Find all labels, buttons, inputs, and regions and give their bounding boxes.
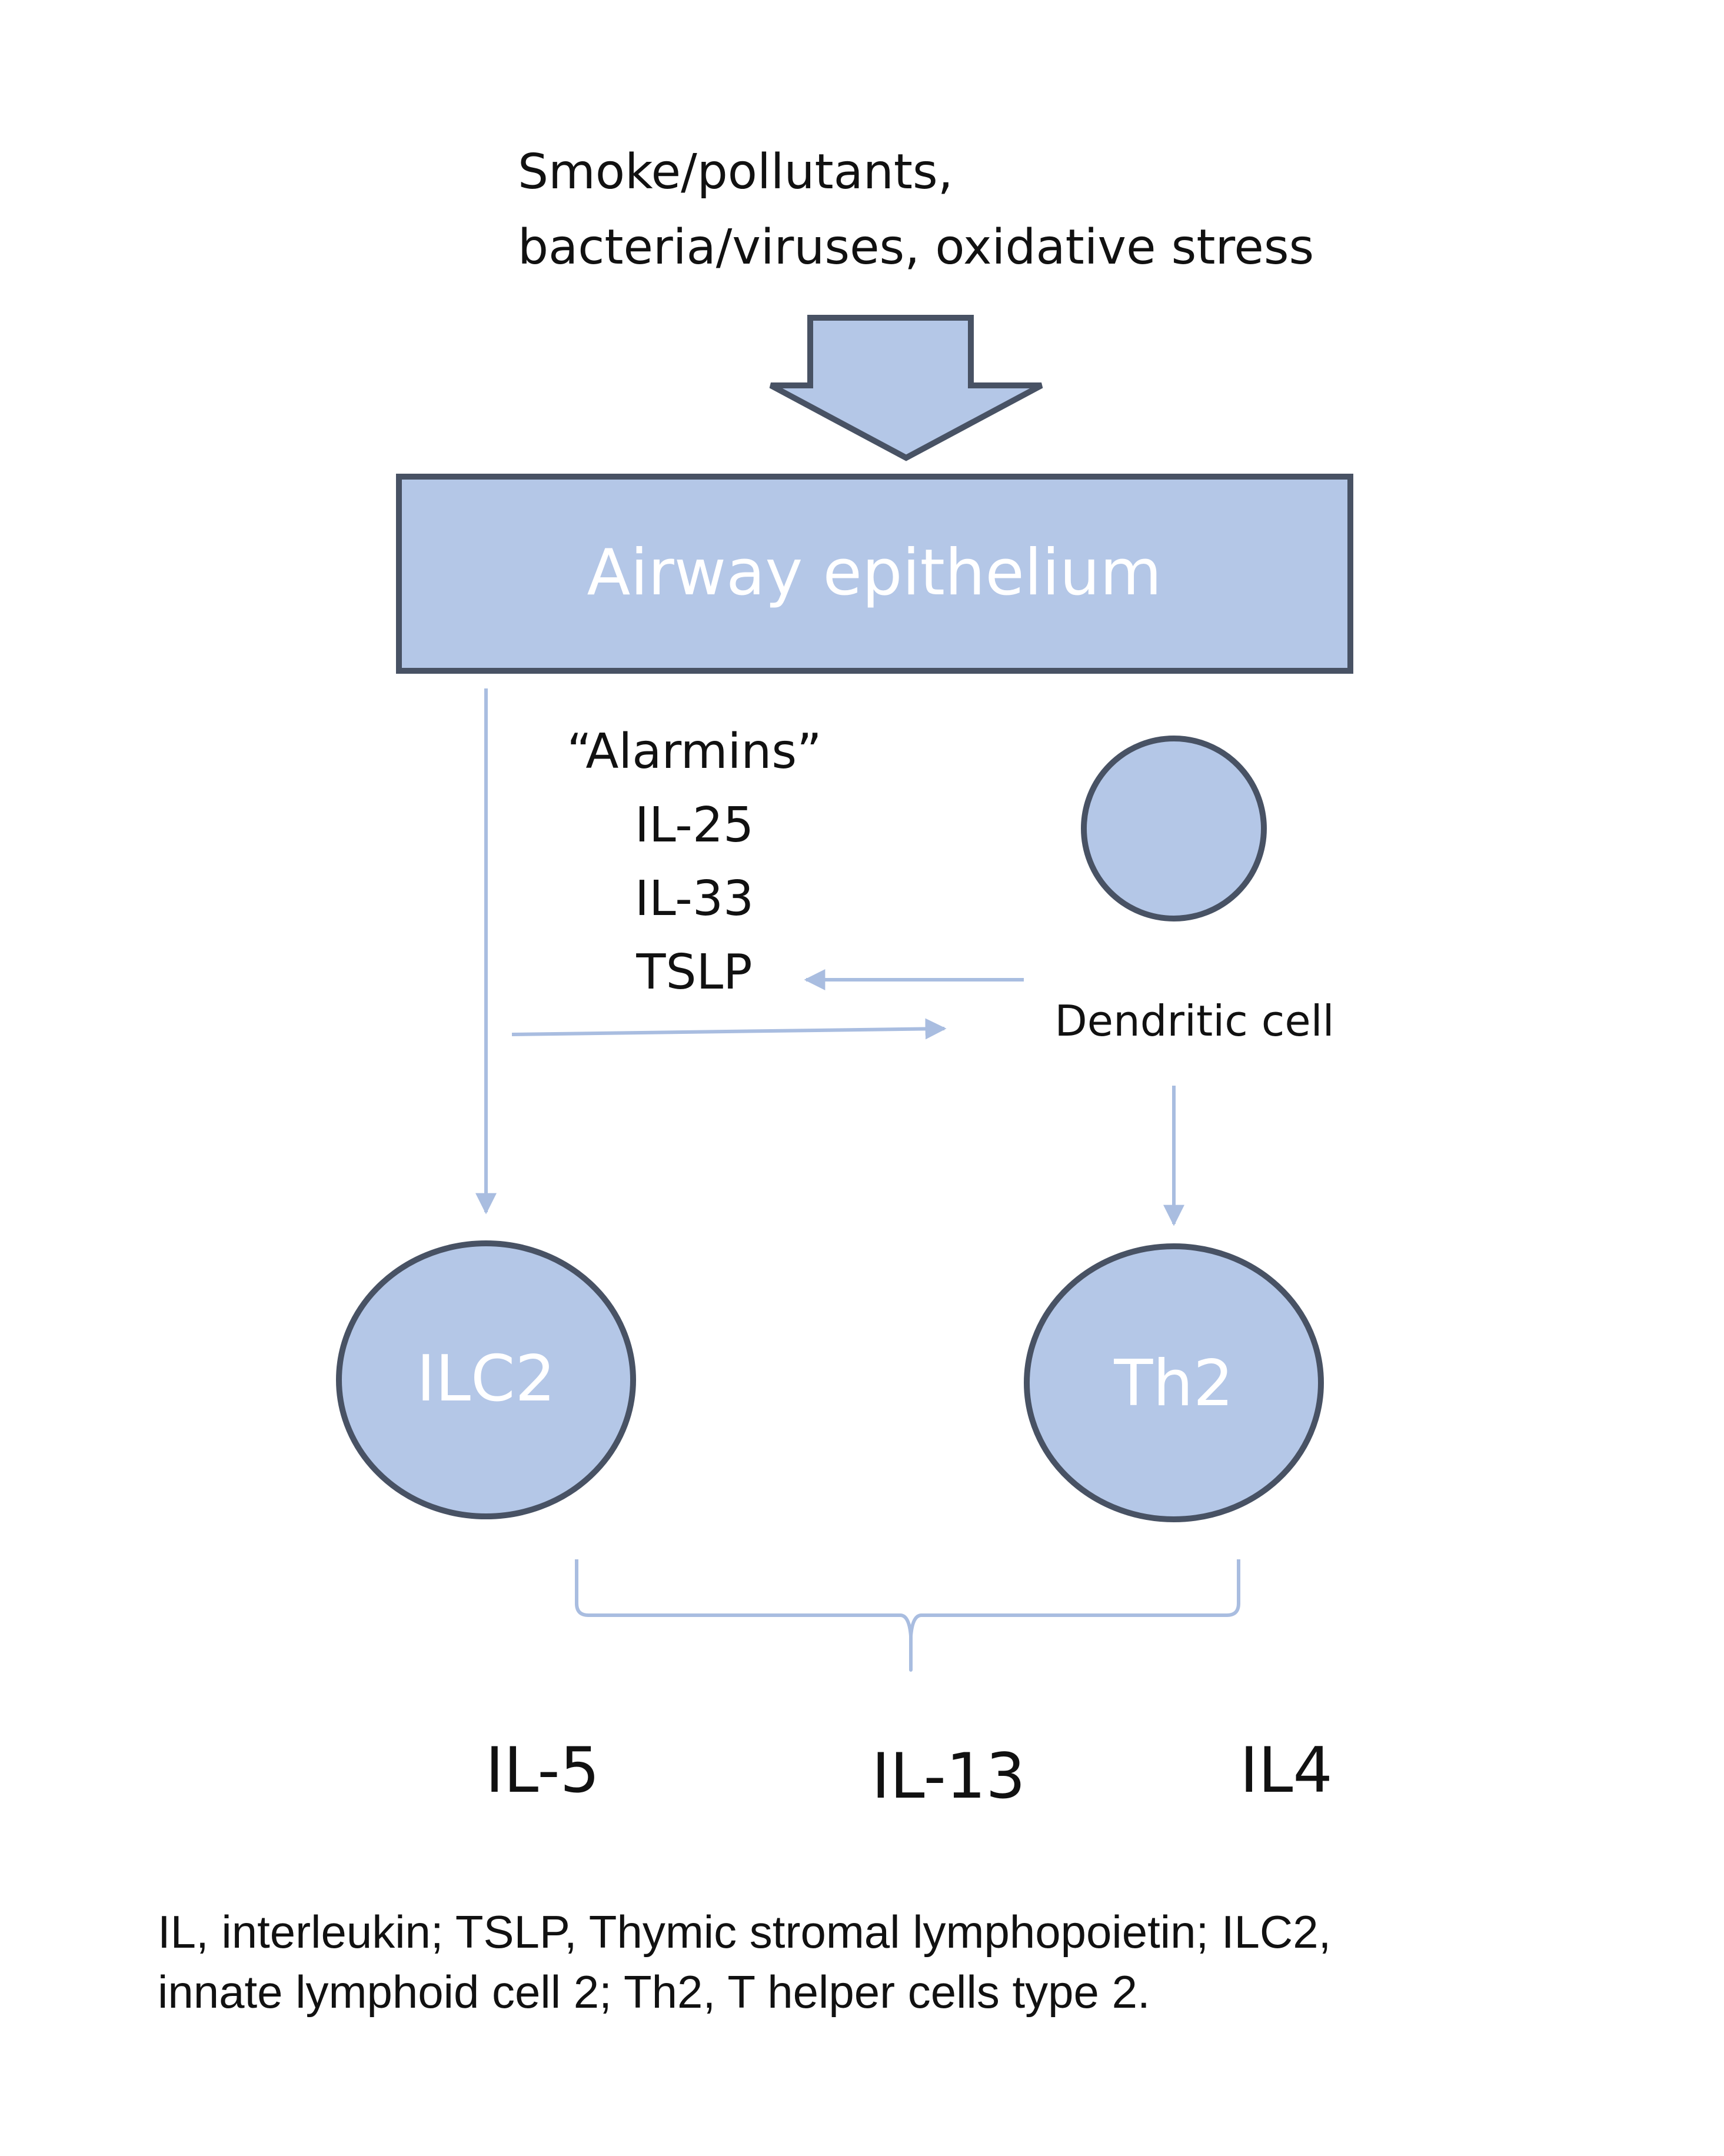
- trigger-text-line1: Smoke/pollutants,: [518, 144, 953, 200]
- caption-line1: IL, interleukin; TSLP, Thymic stromal ly…: [158, 1906, 1331, 1958]
- airway-epithelium-box: [396, 474, 1353, 674]
- alarmins-to-dendritic-arrow: [511, 1018, 947, 1040]
- cytokine-grouping-brace: [575, 1559, 1240, 1672]
- cytokine-il13: IL-13: [871, 1740, 1026, 1812]
- alarmin-tslp: TSLP: [635, 944, 752, 1000]
- caption-line2: innate lymphoid cell 2; Th2, T helper ce…: [158, 1966, 1150, 2018]
- alarmins-heading: “Alarmins”: [567, 724, 821, 780]
- cytokine-il4: IL4: [1240, 1734, 1333, 1806]
- dendritic-cell-circle: [1081, 736, 1267, 921]
- input-block-arrow: [769, 315, 1043, 461]
- ilc2-label: ILC2: [417, 1342, 555, 1416]
- airway-epithelium-label: Airway epithelium: [587, 536, 1162, 610]
- dendritic-cell-label: Dendritic cell: [1054, 996, 1334, 1046]
- alarmin-il25: IL-25: [635, 797, 754, 853]
- th2-label: Th2: [1113, 1347, 1233, 1420]
- ilc2-cell: [336, 1240, 636, 1519]
- cytokine-il5: IL-5: [485, 1734, 600, 1806]
- alarmin-il33: IL-33: [635, 871, 754, 927]
- trigger-text-line2: bacteria/viruses, oxidative stress: [518, 219, 1314, 275]
- th2-cell: [1024, 1243, 1324, 1522]
